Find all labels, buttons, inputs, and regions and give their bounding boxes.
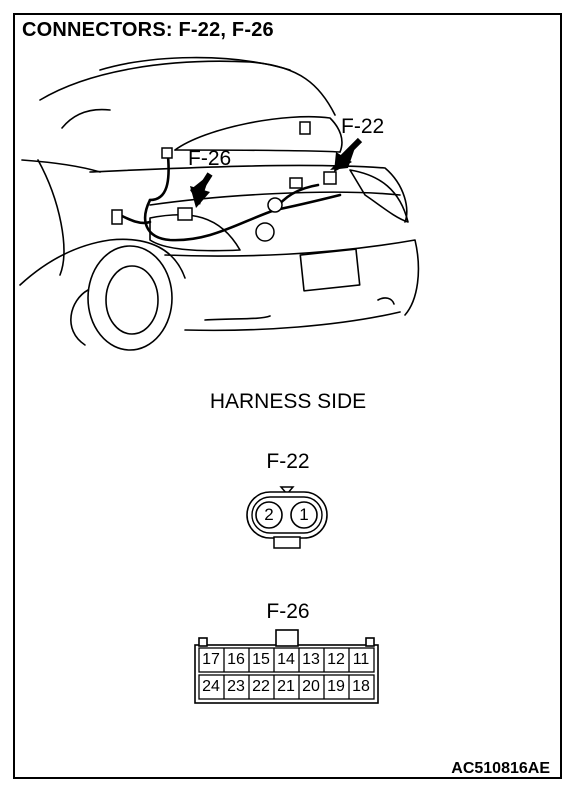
f26-pin: 15: [252, 651, 270, 668]
f26-pin: 17: [202, 651, 220, 668]
f26-callout-label: F-26: [188, 147, 232, 170]
f26-pin: 18: [352, 678, 370, 695]
f22-pin: 2: [264, 505, 274, 524]
f26-pin: 14: [277, 651, 295, 668]
f22-connector-label: F-22: [266, 450, 310, 473]
harness-side-heading: HARNESS SIDE: [209, 390, 367, 413]
f26-pin: 19: [327, 678, 345, 695]
f22-pin: 1: [299, 505, 309, 524]
f26-pin: 24: [202, 678, 220, 695]
f26-pin: 20: [302, 678, 320, 695]
f26-pin: 22: [252, 678, 270, 695]
f26-pin: 13: [302, 651, 320, 668]
f26-pin: 21: [277, 678, 295, 695]
figure-reference-code: AC510816AE: [451, 760, 550, 777]
f26-pin: 23: [227, 678, 245, 695]
f26-pin: 12: [327, 651, 345, 668]
f26-connector-label: F-26: [266, 600, 310, 623]
page-title: CONNECTORS: F-22, F-26: [22, 19, 274, 41]
diagram-frame: [13, 13, 562, 779]
f26-pin: 11: [352, 651, 370, 668]
f26-pin: 16: [227, 651, 245, 668]
f22-callout-label: F-22: [341, 115, 385, 138]
